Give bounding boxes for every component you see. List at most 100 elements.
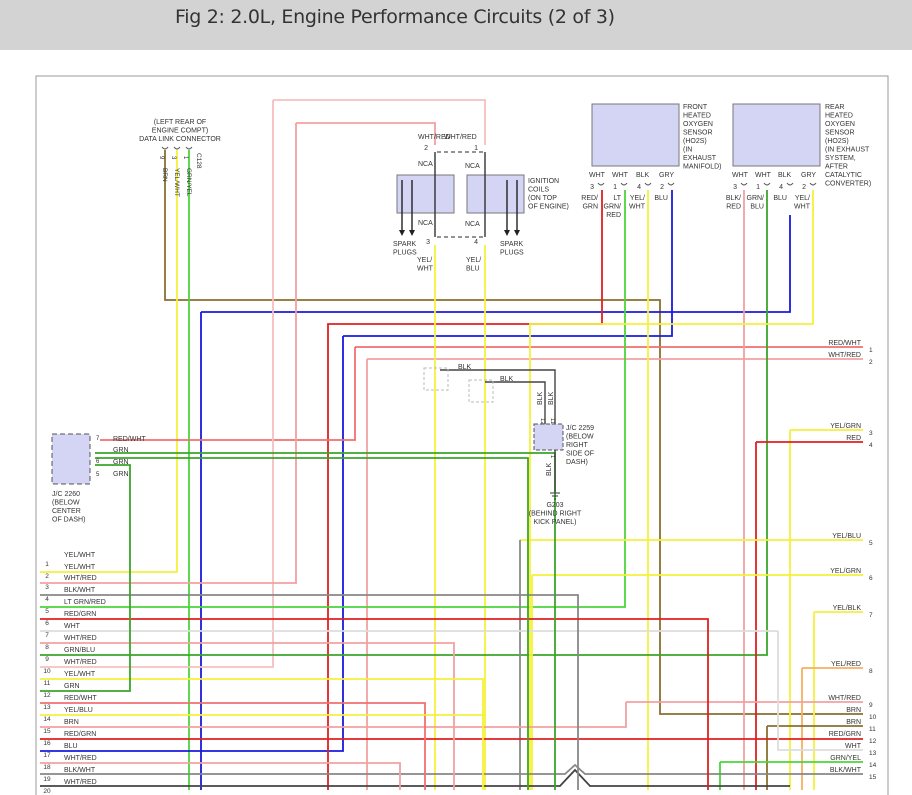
left-connector-wire-label: RED/GRN [64,731,96,738]
ignition-coils-label: IGNITION [528,178,559,185]
dlc-pin-terminal [161,146,169,150]
rear-ho2s-label: SENSOR [825,130,855,137]
wire-blu-front-ho2s [343,190,673,337]
wire-red-wht-13 [40,702,426,790]
left-connector-pin-number: 20 [43,788,51,795]
splice-connector [468,379,494,403]
wire-wht-red-9b [40,702,627,728]
front-ho2s-harness-wire: BLU [654,195,668,202]
left-connector-wire-label: BLU [64,743,78,750]
nca-label: NCA [418,161,433,168]
spark-plugs-label: PLUGS [500,250,524,257]
right-connector-wire-label: YEL/BLK [833,605,862,612]
front-ho2s-terminal [644,182,652,186]
jc2259-pin-number: 11 [549,418,555,425]
right-connector-pin-number: 4 [869,442,873,449]
wire-wht-red-8 [40,642,455,790]
wire-grn-12 [40,464,131,692]
right-connector-wire-label: YEL/GRN [830,568,861,575]
rear-ho2s-label: (HO2S) [825,138,849,145]
front-ho2s-label: MANIFOLD) [683,164,722,171]
wire-wht-red-pin10 [40,100,274,668]
rear-ho2s-pin-wire: GRY [801,172,816,179]
left-connector-pin-number: 5 [45,608,49,615]
rear-ho2s-pin-wire: WHT [732,172,749,179]
left-connector-pin-number: 12 [43,692,51,699]
right-connector-pin-number: 10 [869,714,877,721]
left-connector-wire-label: WHT/RED [64,575,97,582]
left-connector-wire-label: YEL/BLU [64,707,93,714]
right-connector-wire-label: RED/GRN [829,731,861,738]
jc2259-wire-label: BLK [546,462,553,476]
right-connector-wire-label: GRN/YEL [830,755,861,762]
right-connector-pin-number: 15 [869,774,877,781]
dlc-pin-number: 9 [158,156,164,160]
dlc-label: (LEFT REAR OF [154,119,206,126]
rear-ho2s-label: SYSTEM, [825,155,856,162]
left-connector-wire-label: GRN [64,683,80,690]
coil-wire-label: YEL/ [466,257,481,264]
right-connector-pin-number: 7 [869,612,873,619]
rear-ho2s-pin-number: 4 [779,184,783,191]
front-ho2s-terminal [667,182,675,186]
left-connector-wire-label: GRN/BLU [64,647,95,654]
wire-red-grn-front [327,190,603,790]
front-ho2s-pin-wire: WHT [589,172,606,179]
right-connector-wire-label: WHT [845,743,862,750]
jc2260-wire-label: GRN [113,447,129,454]
front-ho2s-pin-number: 1 [613,184,617,191]
left-connector-pin-number: 2 [45,573,49,580]
left-connector-pin-number: 7 [45,632,49,639]
right-connector-wire-label: BRN [846,719,861,726]
wire-wht-red-coil1 [273,99,486,145]
dlc-wire-label: BRN [161,168,168,182]
left-connector-pin-number: 1 [45,561,49,568]
splice-connector [423,367,449,391]
jc2260-label: OF DASH) [52,517,85,524]
nca-label: NCA [465,221,480,228]
wire-blu-pin17 [40,336,344,752]
wire-lt-grn-red [40,190,626,608]
diagram-frame [35,75,889,795]
jc2260-pin-number: 5 [96,472,100,478]
jc2260-pin-number: 6 [96,459,100,465]
wire-wht-red-18 [40,762,401,790]
jc2260-box [51,433,91,485]
spark-plugs-label: PLUGS [393,250,417,257]
wire-brn-dlc [164,150,863,715]
wire-blk-wht-4 [40,594,579,790]
jc2259-box [533,423,564,451]
left-connector-wire-label: YEL/WHT [64,552,96,559]
left-connector-wire-label: BRN [64,719,79,726]
left-connector-wire-label: RED/WHT [64,695,97,702]
wire-blk-wht-15 [40,763,863,775]
rear-ho2s-terminal [786,182,794,186]
blk-wire-label: BLK [458,364,472,371]
coil-wire-label: BLU [466,266,480,273]
right-connector-pin-number: 12 [869,738,877,745]
left-connector-wire-label: RED/GRN [64,611,96,618]
coil-wire-label: WHT/RED [418,134,451,141]
front-ho2s-pin-number: 3 [590,184,594,191]
rear-ho2s-terminal [740,182,748,186]
front-ho2s-pin-number: 2 [660,184,664,191]
front-ho2s-label: FRONT [683,104,708,111]
blk-wire-label: BLK [500,376,514,383]
right-connector-pin-number: 3 [869,430,873,437]
jc2259-pin-number: 1 [549,455,555,459]
spark-plug-arrow-icon [409,230,415,236]
rear-ho2s-harness-wire: BLU [773,195,787,202]
ground-icon [550,492,560,500]
jc2259-pin-number: 12 [539,418,545,425]
dlc-pin-terminal [173,146,181,150]
left-connector-wire-label: WHT [64,623,81,630]
rear-ho2s-terminal [763,182,771,186]
front-ho2s-label: (IN [683,147,692,154]
ignition-coils-label: OF ENGINE) [528,204,569,211]
jc2260-label: CENTER [52,508,81,515]
coil-pin-number: 1 [474,145,478,152]
g203-label: G203 [546,502,563,509]
front-ho2s-pin-number: 4 [637,184,641,191]
right-connector-wire-label: WHT/RED [828,695,861,702]
